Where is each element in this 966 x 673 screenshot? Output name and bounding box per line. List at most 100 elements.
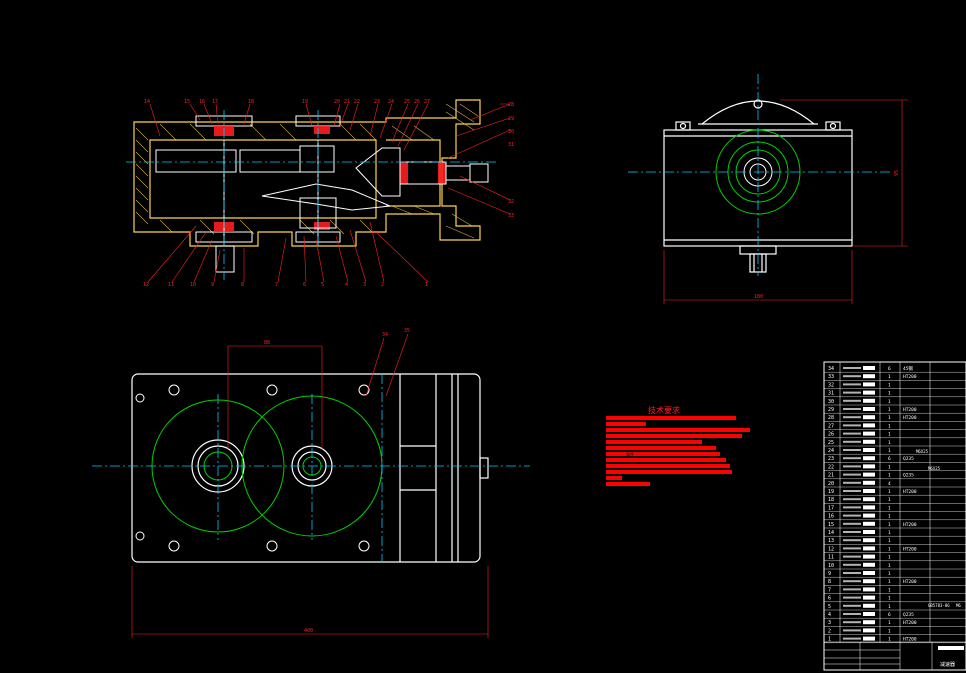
bom-row-qty: 1 — [888, 563, 891, 569]
bom-row-name — [863, 415, 875, 420]
bom-row-no: 34 — [828, 366, 834, 372]
part-label-18: 18 — [248, 99, 254, 105]
part-label-6: 6 — [303, 282, 306, 288]
part-label-31: 31 — [508, 142, 514, 148]
bom-row-name — [863, 562, 875, 567]
bom-row-name — [863, 587, 875, 592]
bom-row-qty: 1 — [888, 604, 891, 610]
bom-row-code — [843, 514, 861, 517]
bom-row-qty: 1 — [888, 497, 891, 503]
part-label-21: 21 — [344, 99, 350, 105]
bom-row-material: HT200 — [903, 415, 917, 421]
bom-row-no: 28 — [828, 415, 834, 421]
bom-row-no: 26 — [828, 432, 834, 438]
bom-row-name — [863, 546, 875, 551]
part-label-33: 33 — [508, 213, 514, 219]
part-label-8: 8 — [241, 282, 244, 288]
section-top-labels: 14 15 16 17 18 19 20 21 22 23 24 25 26 2… — [144, 99, 430, 105]
bom-row-no: 22 — [828, 464, 834, 470]
bom-row-code — [843, 408, 861, 410]
bom-row-name — [863, 390, 875, 395]
bom-row-qty: 1 — [888, 391, 891, 397]
bom-row-no: 18 — [828, 497, 834, 503]
bom-row-code — [843, 383, 861, 386]
part-label-1: 1 — [425, 282, 428, 288]
bom-row-qty: 1 — [888, 522, 891, 528]
section-right-labels: 28 29 30 31 32 33 — [508, 102, 514, 219]
bom-row-name — [863, 448, 875, 452]
bom-row-qty: 1 — [888, 432, 891, 438]
bom-row-no: 20 — [828, 481, 834, 487]
bom-row-qty: 6 — [888, 366, 891, 372]
bom-row-name — [863, 521, 875, 526]
bom-row-no: 7 — [828, 587, 831, 593]
bom-row-material: Q235 — [903, 456, 914, 462]
tech-notes-inline: 零件 — [626, 451, 634, 457]
bom-row-code — [843, 473, 861, 476]
part-label-4: 4 — [345, 282, 348, 288]
bom-row-name — [863, 554, 875, 559]
bom-row-code — [843, 580, 861, 583]
bom-row-code — [843, 457, 861, 460]
plan-dim-center: 88 — [264, 340, 270, 346]
bom-row-material: Q235 — [903, 473, 914, 479]
bom-row-name — [863, 571, 875, 575]
plan-bolts — [135, 384, 370, 552]
section-centerlines — [126, 110, 496, 280]
part-label-7: 7 — [275, 282, 278, 288]
bom-row-material: HT200 — [903, 374, 917, 380]
bom-title-block — [824, 641, 966, 670]
bom-row-qty: 1 — [888, 587, 891, 593]
part-label-28: 28 — [508, 102, 514, 108]
bom-row-code — [843, 506, 861, 509]
bom-row-qty: 1 — [888, 571, 891, 577]
bom-row-code — [843, 588, 861, 591]
bom-row-code — [843, 563, 861, 566]
bom-row-qty: 1 — [888, 423, 891, 429]
bom-row-name — [863, 374, 875, 379]
part-label-10: 10 — [190, 282, 196, 288]
bom-row-no: 12 — [828, 546, 834, 552]
bom-row-code — [843, 547, 861, 550]
part-label-5: 5 — [321, 282, 324, 288]
bom-row-name — [863, 480, 875, 485]
tech-notes-title: 技术要求 — [648, 405, 680, 415]
bom-row-name — [863, 538, 875, 543]
bom-row-code — [843, 555, 861, 558]
bom-row-no: 25 — [828, 440, 834, 446]
bom-row-qty: 1 — [888, 464, 891, 470]
bom-row-no: 6 — [828, 596, 831, 602]
housing-hatch — [135, 103, 479, 239]
bom-row-qty: 1 — [888, 489, 891, 495]
bom-row-qty: 1 — [888, 637, 891, 643]
bom-row-no: 17 — [828, 505, 834, 511]
section-bottom-labels: 12 11 10 9 8 7 6 5 4 3 2 1 — [143, 282, 428, 288]
bom-row-no: 21 — [828, 473, 834, 479]
bom-row-code — [843, 637, 861, 640]
bom-row-code — [843, 391, 861, 394]
side-dimensions — [663, 99, 908, 304]
bom-row-qty: 1 — [888, 555, 891, 561]
section-leaders — [147, 103, 511, 283]
bom-row-name — [863, 513, 875, 518]
bom-columns — [839, 362, 931, 642]
bom-row-no: 32 — [828, 382, 834, 388]
bom-row-qty: 1 — [888, 374, 891, 380]
bom-row-qty: 1 — [888, 530, 891, 536]
bom-row-name — [863, 456, 875, 461]
part-label-22: 22 — [354, 99, 360, 105]
bom-row-code — [843, 572, 861, 574]
bom-row-no: 27 — [828, 423, 834, 429]
part-label-34: 34 — [382, 332, 388, 338]
bom-row-no: 8 — [828, 579, 831, 585]
bom-row-code — [843, 629, 861, 632]
bom-row-qty: 1 — [888, 620, 891, 626]
bom-row-no: 31 — [828, 391, 834, 397]
part-label-20: 20 — [334, 99, 340, 105]
bom-row-qty: 1 — [888, 415, 891, 421]
bom-row-code — [843, 539, 861, 542]
part-label-27: 27 — [424, 99, 430, 105]
part-label-12: 12 — [143, 282, 149, 288]
